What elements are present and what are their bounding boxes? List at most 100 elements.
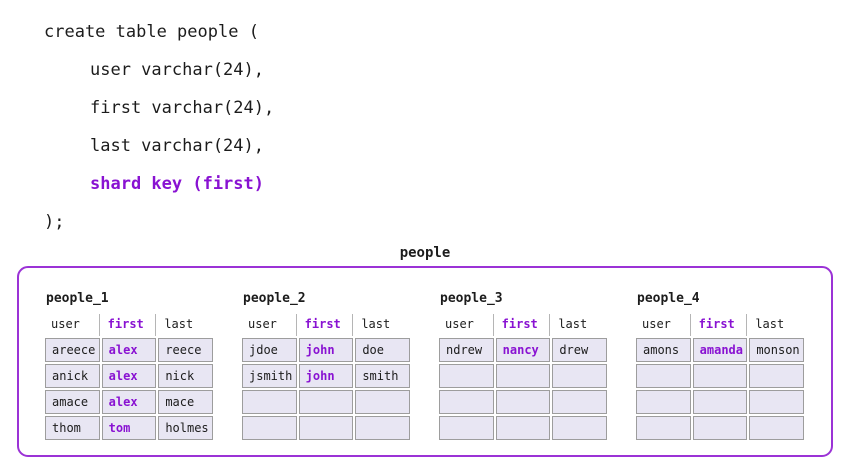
- cell-user: [439, 416, 494, 440]
- cell-last: reece: [158, 338, 213, 362]
- cell-user: thom: [45, 416, 100, 440]
- column-header-first: first: [692, 314, 748, 336]
- code-line: last varchar(24),: [90, 136, 264, 156]
- column-header-last: last: [749, 314, 804, 336]
- cell-user: [242, 416, 297, 440]
- cell-first: alex: [101, 338, 157, 362]
- cluster-title: people: [399, 245, 451, 261]
- cell-last: mace: [158, 390, 213, 414]
- cell-user: [636, 390, 691, 414]
- cell-first: [298, 390, 354, 414]
- cell-user: amons: [636, 338, 691, 362]
- cell-last: [749, 364, 804, 388]
- table-row: [439, 416, 607, 440]
- cell-last: smith: [355, 364, 410, 388]
- cell-last: nick: [158, 364, 213, 388]
- cell-first: nancy: [495, 338, 551, 362]
- cell-last: holmes: [158, 416, 213, 440]
- code-block: create table people ( user varchar(24), fi…: [44, 22, 275, 232]
- cell-user: jsmith: [242, 364, 297, 388]
- cell-user: [439, 364, 494, 388]
- cell-last: drew: [552, 338, 607, 362]
- cell-last: monson: [749, 338, 804, 362]
- cell-user: jdoe: [242, 338, 297, 362]
- cell-last: [552, 364, 607, 388]
- column-header-last: last: [158, 314, 213, 336]
- cell-first: john: [298, 364, 354, 388]
- table-row: [242, 416, 410, 440]
- column-header-last: last: [355, 314, 410, 336]
- table-row: [242, 390, 410, 414]
- cell-last: [355, 416, 410, 440]
- cell-last: [552, 390, 607, 414]
- code-line-shard-key: shard key (first): [90, 174, 264, 194]
- cell-user: amace: [45, 390, 100, 414]
- code-line: user varchar(24),: [90, 60, 264, 80]
- table-row: [439, 390, 607, 414]
- cell-user: [636, 364, 691, 388]
- cell-last: [355, 390, 410, 414]
- cell-user: [636, 416, 691, 440]
- cell-first: [495, 390, 551, 414]
- code-line: create table people (: [44, 22, 259, 42]
- cell-first: alex: [101, 364, 157, 388]
- table-row: [636, 390, 804, 414]
- code-line: first varchar(24),: [90, 98, 275, 118]
- shard-table-title: people_2: [243, 291, 306, 306]
- cell-first: [495, 364, 551, 388]
- code-line: );: [44, 212, 65, 232]
- shard-table-title: people_3: [440, 291, 503, 306]
- cell-user: anick: [45, 364, 100, 388]
- cell-first: [692, 364, 748, 388]
- shard-table-title: people_1: [46, 291, 109, 306]
- cell-last: [749, 416, 804, 440]
- shard-table-title: people_4: [637, 291, 700, 306]
- cell-last: [749, 390, 804, 414]
- column-header-user: user: [242, 314, 297, 336]
- cell-first: john: [298, 338, 354, 362]
- column-header-user: user: [45, 314, 100, 336]
- cell-user: ndrew: [439, 338, 494, 362]
- table-row: [439, 364, 607, 388]
- cell-user: areece: [45, 338, 100, 362]
- cell-first: tom: [101, 416, 157, 440]
- column-header-first: first: [298, 314, 354, 336]
- column-header-user: user: [439, 314, 494, 336]
- cell-last: [552, 416, 607, 440]
- cell-user: [439, 390, 494, 414]
- table-row: [636, 416, 804, 440]
- cell-first: [692, 416, 748, 440]
- cell-first: amanda: [692, 338, 748, 362]
- cell-first: alex: [101, 390, 157, 414]
- column-header-user: user: [636, 314, 691, 336]
- cell-last: doe: [355, 338, 410, 362]
- cell-user: [242, 390, 297, 414]
- cell-first: [298, 416, 354, 440]
- cell-first: [692, 390, 748, 414]
- column-header-first: first: [101, 314, 157, 336]
- column-header-first: first: [495, 314, 551, 336]
- table-row: [636, 364, 804, 388]
- cell-first: [495, 416, 551, 440]
- column-header-last: last: [552, 314, 607, 336]
